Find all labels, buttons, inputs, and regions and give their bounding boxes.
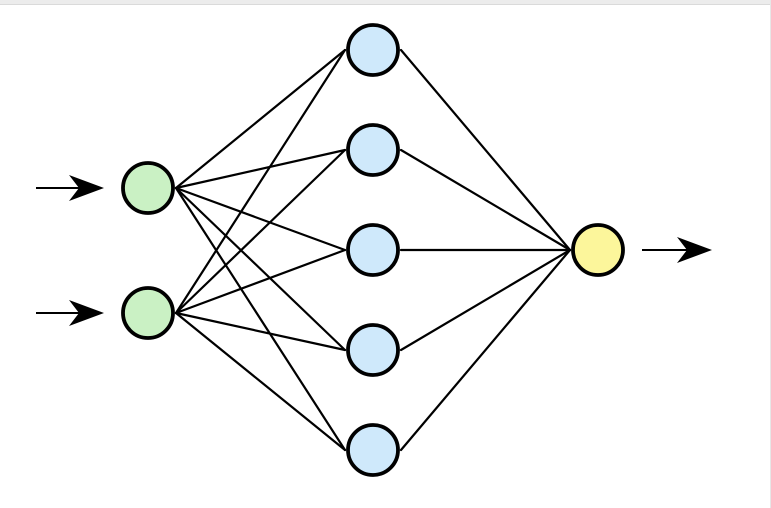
connection-i2-h3 — [174, 248, 347, 315]
output-node-1 — [571, 223, 625, 277]
hidden-node-1 — [346, 23, 400, 77]
connection-h4-o1 — [399, 248, 572, 352]
hidden-node-3 — [346, 223, 400, 277]
window-top-strip — [0, 0, 770, 5]
connection-h1-o1 — [399, 48, 572, 252]
connection-i2-h5 — [174, 311, 347, 452]
connection-h2-o1 — [399, 148, 572, 252]
connection-i1-h4 — [174, 186, 347, 352]
input-node-1 — [121, 161, 175, 215]
connection-i1-h3 — [174, 186, 347, 252]
connection-i2-h1 — [174, 48, 347, 315]
connection-i1-h1 — [174, 48, 347, 190]
connection-i2-h4 — [174, 311, 347, 352]
hidden-node-5 — [346, 423, 400, 477]
connection-h5-o1 — [399, 248, 572, 452]
hidden-node-4 — [346, 323, 400, 377]
connection-i1-h5 — [174, 186, 347, 452]
input-arrow-1-head-icon — [69, 175, 104, 201]
hidden-node-2 — [346, 123, 400, 177]
input-arrow-2-head-icon — [69, 300, 104, 326]
connection-i2-h2 — [174, 148, 347, 315]
connection-i1-h2 — [174, 148, 347, 190]
output-arrow-head-icon — [677, 237, 712, 263]
input-node-2 — [121, 286, 175, 340]
